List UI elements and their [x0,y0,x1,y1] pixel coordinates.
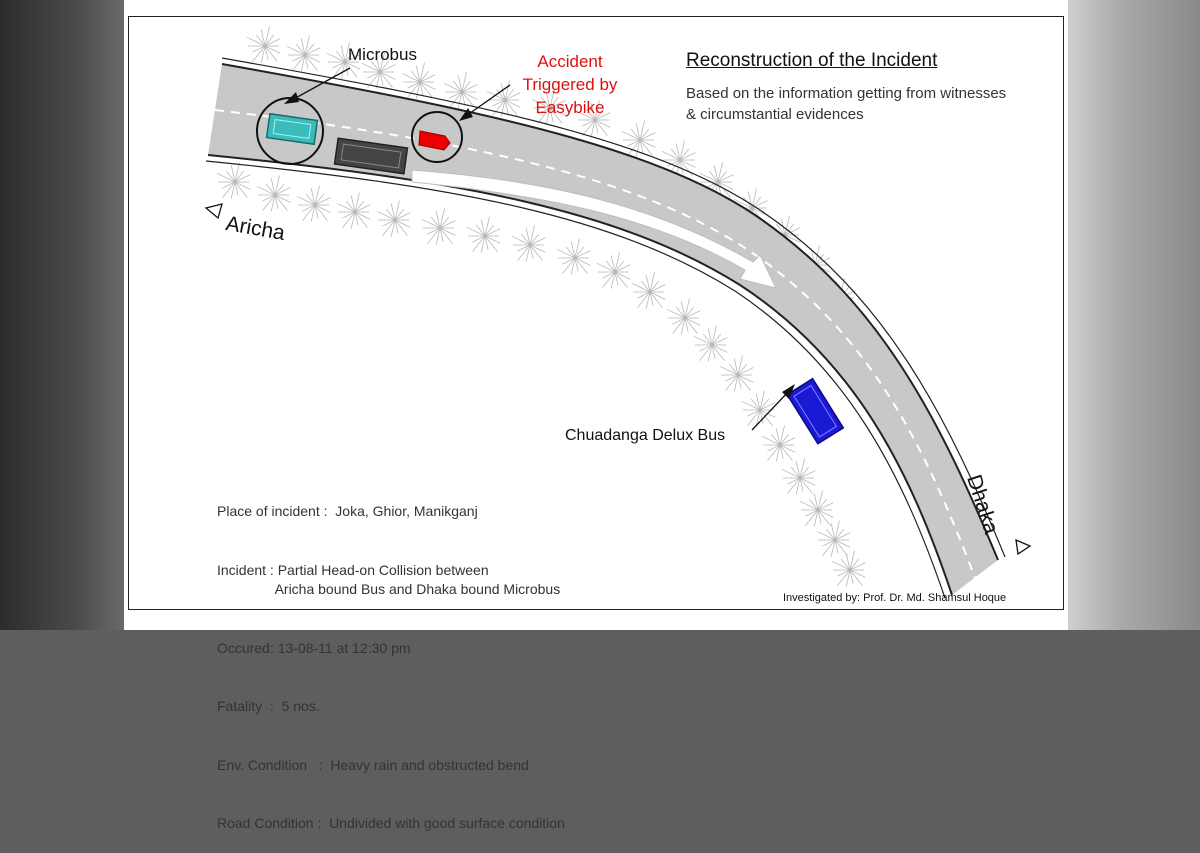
roadside-tree-icon [799,490,834,527]
roadside-tree-icon [401,62,436,99]
roadside-tree-icon [256,175,291,212]
roadside-tree-icon [326,42,361,79]
accident-label: Accident Triggered by Easybike [522,52,618,117]
road-edge-north [221,63,999,561]
black-vehicle [333,137,409,175]
incident-info-block: Place of incident : Joka, Ghior, Manikga… [217,463,565,853]
roadside-tree-icon [666,298,701,335]
roadside-tree-icon [296,185,331,222]
roadside-tree-icon [816,520,851,557]
blurred-background-left [0,0,124,630]
roadside-tree-icon [631,272,666,309]
roadside-tree-icon [443,72,478,109]
road-edge-south [207,154,953,596]
info-env-condition: Env. Condition : Heavy rain and obstruct… [217,756,529,773]
roadside-tree-icon [376,200,411,237]
roadside-tree-icon [761,425,796,462]
accident-pointer [459,84,511,121]
bus-label: Chuadanga Delux Bus [565,427,726,444]
investigator-credit: Investigated by: Prof. Dr. Md. Shamsul H… [783,592,1007,604]
road-scene [204,26,1032,599]
chuadanga-bus-vehicle [786,377,845,445]
roadside-tree-icon [336,192,371,229]
roadside-tree-icon [576,100,611,137]
roadside-tree-icon [421,208,456,245]
diagram-title: Reconstruction of the Incident [686,50,938,71]
roadside-tree-icon [246,26,281,63]
bus-pointer [751,384,795,431]
roadside-tree-icon [719,355,754,392]
roadside-tree-icon [596,252,631,289]
microbus-pointer [284,67,351,104]
info-place: Place of incident : Joka, Ghior, Manikga… [217,503,478,519]
diagram-subtitle: Based on the information getting from wi… [686,85,1007,123]
roadside-tree-icon [621,120,656,157]
diagram-frame [128,16,1064,610]
roadside-tree-icon [531,88,566,125]
roadside-tree-icon [741,390,776,427]
blurred-background-right [1068,0,1200,630]
microbus-label: Microbus [348,45,417,64]
dhaka-direction-icon [1015,538,1032,556]
aricha-direction-icon [204,203,223,220]
roadside-tree-icon [693,325,728,362]
roadside-tree-icon [831,550,866,587]
road-edge-north-outer [221,57,1006,558]
roadside-tree-icon [511,225,546,262]
info-incident: Incident : Partial Head-on Collision bet… [217,561,561,598]
info-occured: Occured: 13-08-11 at 12:30 pm [217,639,411,656]
easybike-vehicle [418,130,451,151]
roadside-tree-icon [556,238,591,275]
microbus-vehicle [265,112,319,146]
roadside-tree-icon [216,162,251,199]
road-edge-south-outer [205,160,946,599]
info-fatality: Fatality : 5 nos. [217,698,320,714]
movement-arrow [411,169,777,289]
roadside-tree-icon [466,216,501,253]
roadside-tree-icon [286,35,321,72]
easybike-highlight-circle [411,111,463,163]
info-road-condition: Road Condition : Undivided with good sur… [217,815,565,831]
roadside-tree-icon [781,458,816,495]
